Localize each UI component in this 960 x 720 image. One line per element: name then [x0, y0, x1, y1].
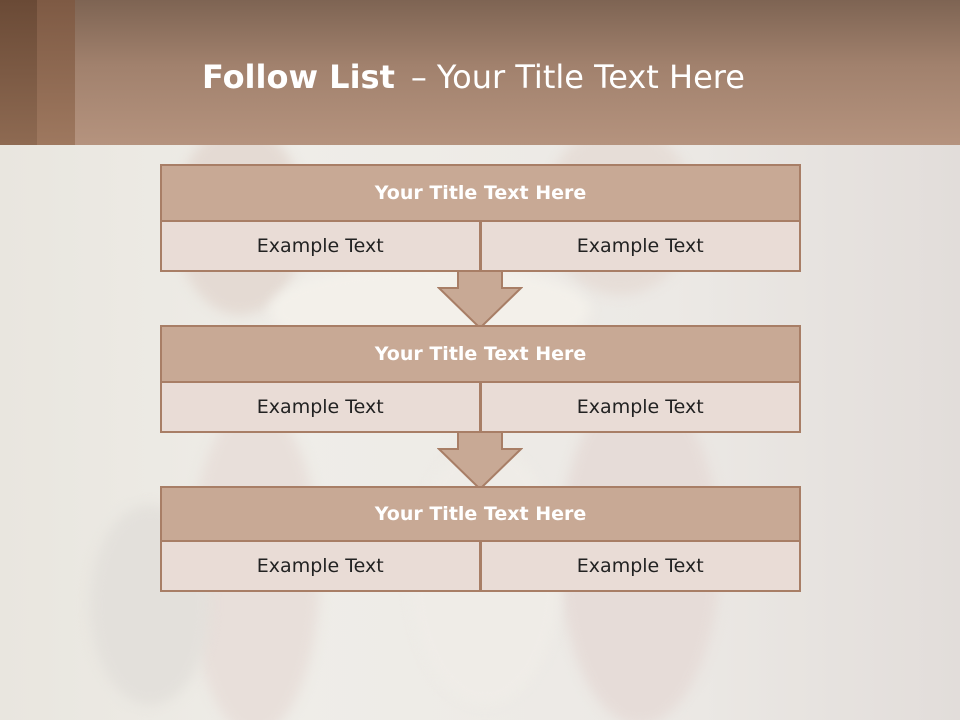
flow-block: Your Title Text Here Example Text Exampl… — [160, 164, 801, 272]
block-row: Example Text Example Text — [160, 222, 801, 272]
flow-block: Your Title Text Here Example Text Exampl… — [160, 486, 801, 592]
block-row: Example Text Example Text — [160, 542, 801, 592]
down-arrow — [437, 431, 523, 491]
block-cell-left: Example Text — [160, 222, 481, 272]
header-stripe — [37, 0, 75, 145]
block-cell-right: Example Text — [480, 222, 801, 272]
block-row: Example Text Example Text — [160, 383, 801, 433]
slide-title: Follow List–Your Title Text Here — [202, 52, 745, 102]
block-cell-left: Example Text — [160, 383, 481, 433]
slide-title-separator: – — [410, 58, 427, 96]
block-cell-right: Example Text — [480, 383, 801, 433]
slide-title-bold: Follow List — [202, 58, 395, 96]
flow-block: Your Title Text Here Example Text Exampl… — [160, 325, 801, 433]
header-stripe — [0, 0, 37, 145]
block-cell-left: Example Text — [160, 542, 481, 592]
block-cell-right: Example Text — [480, 542, 801, 592]
block-title: Your Title Text Here — [160, 164, 801, 222]
down-arrow — [437, 270, 523, 330]
block-title: Your Title Text Here — [160, 325, 801, 383]
slide-title-rest: Your Title Text Here — [436, 58, 745, 96]
block-title: Your Title Text Here — [160, 486, 801, 542]
header-band — [0, 0, 960, 145]
